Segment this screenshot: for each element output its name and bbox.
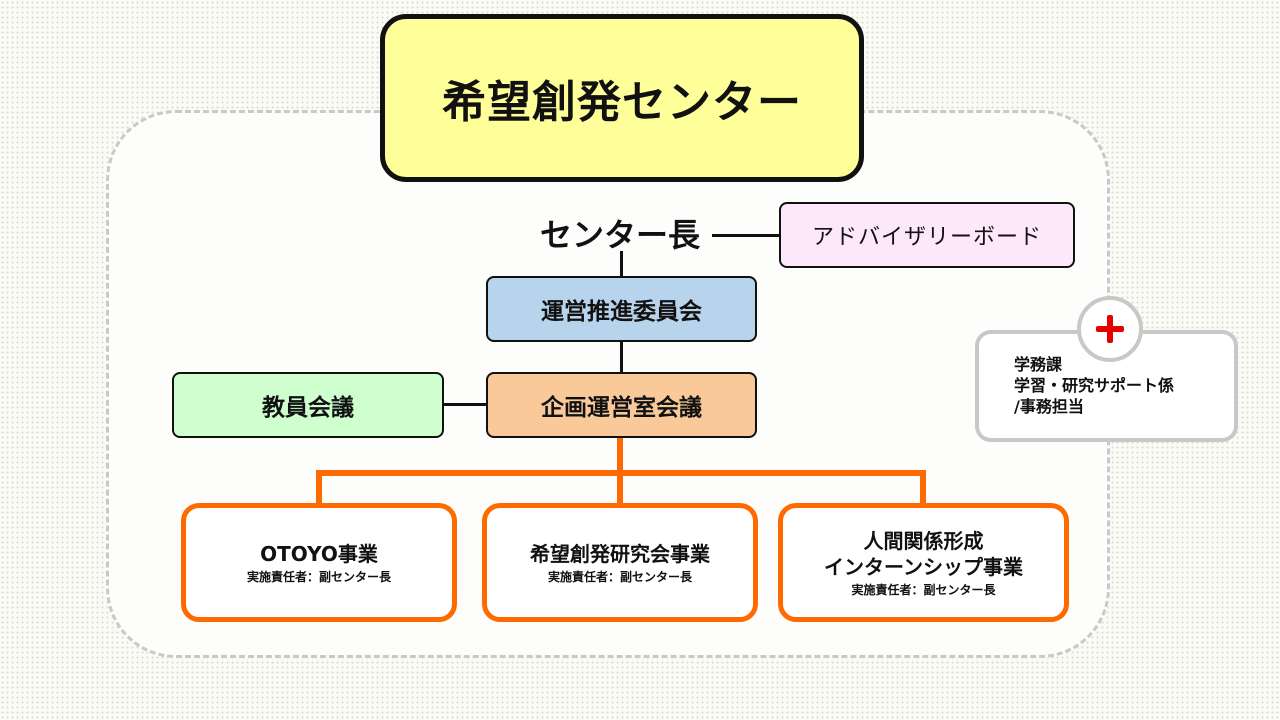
project-title: 希望創発研究会事業	[530, 541, 710, 566]
connector-committee-planning	[620, 342, 623, 372]
support-office-line: 学習・研究サポート係	[1014, 376, 1175, 395]
project-internship: 人間関係形成 インターンシップ事業 実施責任者：副センター長	[778, 503, 1069, 622]
connector-project-3	[920, 470, 926, 506]
plus-icon	[1077, 296, 1143, 362]
project-responsible: 実施責任者：副センター長	[547, 569, 692, 584]
project-responsible: 実施責任者：副センター長	[851, 582, 996, 597]
project-otoyo: OTOYO事業 実施責任者：副センター長	[181, 503, 457, 622]
connector-director-committee	[620, 251, 623, 276]
center-title: 希望創発センター	[380, 14, 864, 182]
advisory-board-box: アドバイザリーボード	[779, 202, 1075, 268]
project-title-line-2: インターンシップ事業	[824, 554, 1023, 579]
connector-director-advisory	[712, 234, 779, 237]
connector-faculty-planning	[444, 403, 486, 406]
support-office-line: /事務担当	[1014, 397, 1084, 416]
center-director: センター長	[539, 216, 700, 254]
support-office-line: 学務課	[1014, 355, 1063, 374]
connector-projects-horizontal	[316, 470, 926, 476]
planning-office-meeting-box: 企画運営室会議	[486, 372, 757, 438]
faculty-meeting-box: 教員会議	[172, 372, 444, 438]
steering-committee-box: 運営推進委員会	[486, 276, 757, 342]
project-kibou-souhatsu-study: 希望創発研究会事業 実施責任者：副センター長	[482, 503, 758, 622]
project-responsible: 実施責任者：副センター長	[246, 569, 391, 584]
connector-project-1	[316, 470, 322, 506]
project-title-line-1: 人間関係形成	[863, 528, 984, 553]
project-title: OTOYO事業	[260, 541, 378, 566]
